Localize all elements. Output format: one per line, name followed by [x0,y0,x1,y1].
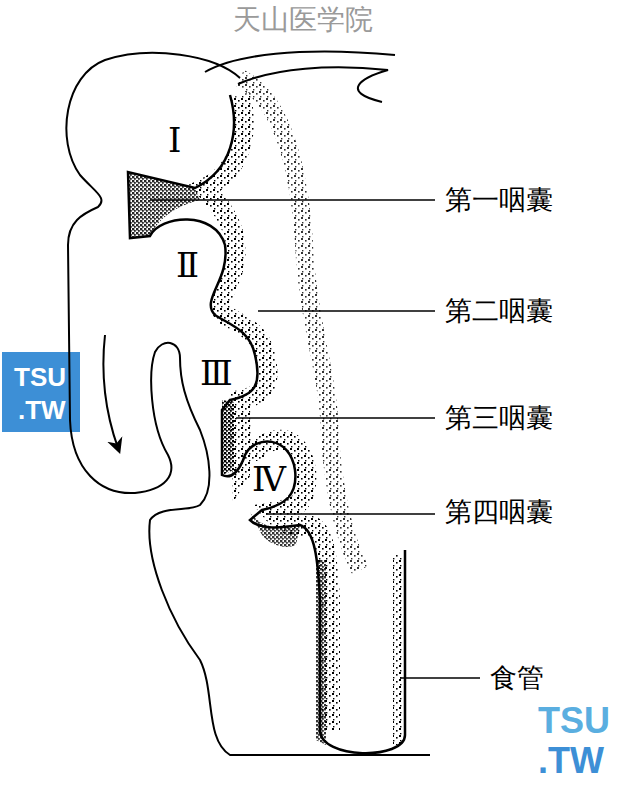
logo-panel [2,352,80,432]
leader-line [150,199,435,201]
logo-text: .TW [18,397,66,423]
leader-line [266,513,435,515]
leader-line [236,417,435,419]
pouch-label: 第三咽囊 [445,404,553,431]
pharyngeal-wall [128,95,405,753]
mesenchyme-stipple [240,78,360,570]
logo-text: TSU [538,703,610,739]
pouch-tip [222,400,234,475]
esophagus-wall [316,560,326,745]
arch-number: Ⅱ [174,247,201,283]
pouch-label: 第四咽囊 [445,498,553,525]
pouch-label: 第一咽囊 [445,186,553,213]
arch-number: Ⅳ [250,461,288,497]
organ-label: 食管 [490,664,544,691]
flow-arrow [103,335,118,448]
logo-text: TSU [14,364,66,390]
watermark: 天山医学院 [233,6,373,34]
pouch-tip [128,172,200,238]
arch-number: Ⅲ [198,355,235,391]
embryo-outline [66,53,430,755]
mesenchyme-stipple [393,555,403,745]
leader-line [400,677,480,679]
mesenchyme-stipple [205,95,330,730]
arch-number: Ⅰ [166,122,183,158]
pouch-tip [250,512,300,547]
pouch-label: 第二咽囊 [445,297,553,324]
leader-line [258,310,435,312]
logo-text: .TW [538,743,604,779]
